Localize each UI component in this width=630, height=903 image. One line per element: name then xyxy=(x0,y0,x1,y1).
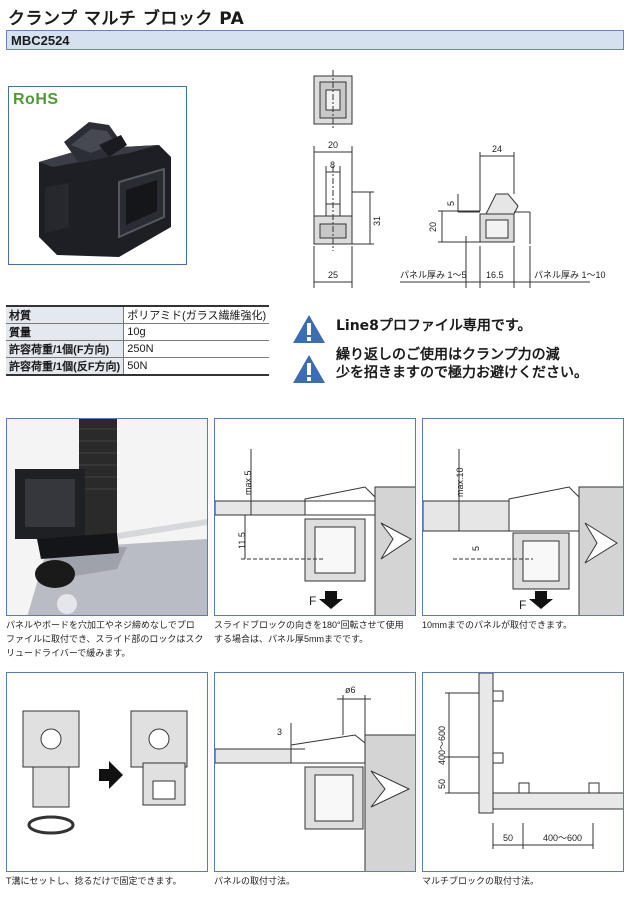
dim-5: 5 xyxy=(446,201,456,206)
technical-drawing: 20 8 31 25 24 5 20 16.5 パネル厚み 1～5 パネル厚み … xyxy=(313,70,606,288)
force-arrow-icon xyxy=(319,591,343,609)
dim-31: 31 xyxy=(372,216,382,226)
spec-value: 250N xyxy=(123,340,270,358)
diagram-spacing: 400～600 50 50 400～600 xyxy=(437,673,623,849)
panel-install-photo xyxy=(6,418,208,616)
spec-value: 10g xyxy=(123,323,270,341)
force-arrow-icon xyxy=(529,591,553,609)
p6-50v: 50 xyxy=(437,779,447,789)
rohs-badge: RoHS xyxy=(13,91,59,108)
dim-20b: 20 xyxy=(428,222,438,232)
p6-range-v: 400～600 xyxy=(437,726,447,765)
page-title: クランプ マルチ ブロック PA xyxy=(8,9,245,29)
p5-phi: ø6 xyxy=(345,685,356,695)
model-number: MBC2524 xyxy=(11,33,70,48)
caption-p1: パネルやボードを穴加工やネジ締めなしでプロ ファイルに取付でき、スライド部のロッ… xyxy=(6,618,212,660)
caption-p6-line1: マルチブロックの取付寸法。 xyxy=(422,876,540,886)
p6-range-h: 400～600 xyxy=(543,833,582,843)
diagram-tslot xyxy=(22,710,188,835)
p3-force: F xyxy=(519,598,526,612)
spec-value: ポリアミド(ガラス繊維強化) xyxy=(123,305,270,324)
caption-p5-line1: パネルの取付寸法。 xyxy=(214,876,296,886)
p6-50h: 50 xyxy=(503,833,513,843)
panel-spacing: 400～600 50 50 400～600 xyxy=(422,672,624,872)
dim-20: 20 xyxy=(328,140,338,150)
panel-180-rotated: max.5 11.5 F xyxy=(214,418,416,616)
spec-label: 許容荷重/1個(F方向) xyxy=(6,340,125,358)
warning-text-2b: 少を招きますので極力お避けください。 xyxy=(336,365,588,381)
install-photo xyxy=(7,419,207,615)
caption-p1-line2: ファイルに取付でき、スライド部のロックはスク xyxy=(6,634,204,644)
product-image xyxy=(39,122,171,257)
arrow-right-icon xyxy=(99,761,123,789)
dim-24: 24 xyxy=(492,144,502,154)
caption-p2: スライドブロックの向きを180°回転させて使用 する場合は、パネル厚5mmまでで… xyxy=(214,618,420,646)
warning-icon xyxy=(293,355,325,383)
caption-p2-line1: スライドブロックの向きを180°回転させて使用 xyxy=(214,620,404,630)
product-photo: RoHS xyxy=(8,86,187,265)
warning-icon xyxy=(293,315,325,343)
rotate-arrow-icon xyxy=(27,815,75,835)
caption-p1-line1: パネルやボードを穴加工やネジ締めなしでプロ xyxy=(6,620,195,630)
caption-p6: マルチブロックの取付寸法。 xyxy=(422,874,628,888)
panel-10mm: max.10 5 F xyxy=(422,418,624,616)
dim-8: 8 xyxy=(330,160,335,170)
caption-p3-line1: 10mmまでのパネルが取付できます。 xyxy=(422,620,573,630)
caption-p1-line3: リュードライバーで緩みます。 xyxy=(6,648,131,658)
caption-p5: パネルの取付寸法。 xyxy=(214,874,420,888)
warning-text-2a: 繰り返しのご使用はクランプ力の減 xyxy=(336,347,560,363)
spec-label: 材質 xyxy=(6,305,125,324)
dim-panel-left: パネル厚み 1～5 xyxy=(400,270,467,280)
p3-max: max.10 xyxy=(455,467,465,497)
spec-value: 50N xyxy=(123,357,270,376)
warning-text-1: Line8プロファイル専用です。 xyxy=(336,318,532,334)
dim-25: 25 xyxy=(328,270,338,280)
p2-max: max.5 xyxy=(243,470,253,495)
spec-label: 許容荷重/1個(反F方向) xyxy=(6,357,125,376)
spec-row: 許容荷重/1個(F方向)250N xyxy=(6,340,270,358)
p3-dim: 5 xyxy=(471,546,481,551)
diagram-10mm: max.10 5 F xyxy=(423,449,623,615)
spec-label: 質量 xyxy=(6,323,125,341)
diagram-mount-dims: ø6 3 xyxy=(215,685,415,871)
caption-p4: T溝にセットし、捻るだけで固定できます。 xyxy=(6,874,212,888)
p5-3: 3 xyxy=(277,727,282,737)
p2-dim: 11.5 xyxy=(237,532,247,549)
spec-row: 許容荷重/1個(反F方向)50N xyxy=(6,357,270,376)
model-bar: MBC2524 xyxy=(6,30,624,50)
caption-p2-line2: する場合は、パネル厚5mmまでです。 xyxy=(214,634,369,644)
dim-16-5: 16.5 xyxy=(486,270,504,280)
caption-p4-line1: T溝にセットし、捻るだけで固定できます。 xyxy=(6,876,182,886)
panel-tslot xyxy=(6,672,208,872)
spec-row: 材質ポリアミド(ガラス繊維強化) xyxy=(6,305,270,324)
dim-panel-right: パネル厚み 1～10 xyxy=(534,270,606,280)
panel-mount-dims: ø6 3 xyxy=(214,672,416,872)
diagram-180-rotated: max.5 11.5 F xyxy=(215,449,415,615)
p2-force: F xyxy=(309,594,316,608)
caption-p3: 10mmまでのパネルが取付できます。 xyxy=(422,618,628,632)
